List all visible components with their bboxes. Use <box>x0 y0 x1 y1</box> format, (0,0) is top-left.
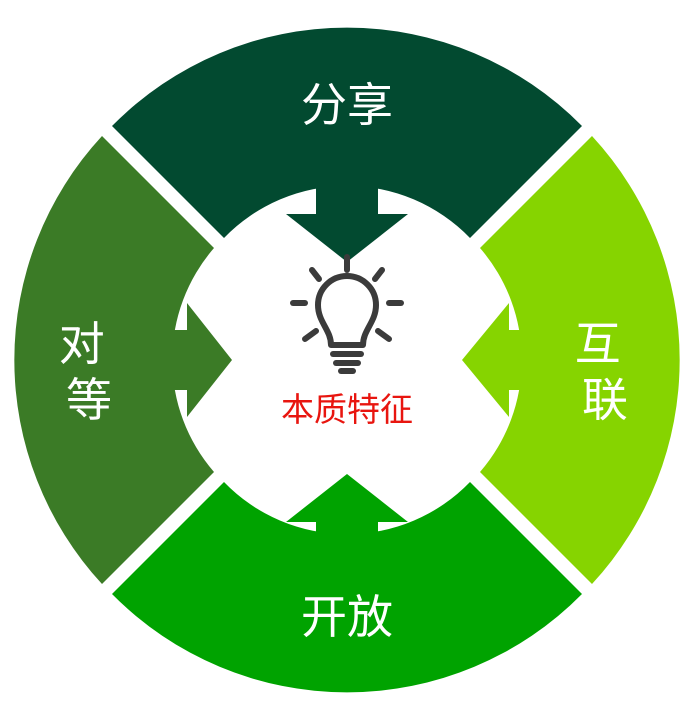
segment-label-interconnect-2: 联 <box>582 373 628 427</box>
arrow-bottom-up <box>286 474 408 555</box>
segment-right-interconnect <box>480 136 680 584</box>
segment-left-peer <box>14 136 215 584</box>
segment-label-interconnect-1: 互 <box>575 317 621 371</box>
segment-label-peer-2: 等 <box>66 373 112 427</box>
arrow-left-right <box>160 303 232 417</box>
segment-label-peer-1: 对 <box>59 317 105 371</box>
segment-bottom-open <box>112 482 582 693</box>
segment-label-open: 开放 <box>301 590 393 644</box>
segment-label-peer: 对 等 <box>59 317 120 427</box>
arrow-top-down <box>286 183 408 262</box>
center-label: 本质特征 <box>281 390 413 429</box>
lightbulb-icon <box>290 254 404 374</box>
segment-label-interconnect: 互 联 <box>575 317 636 427</box>
segment-label-share: 分享 <box>301 78 393 132</box>
arrow-right-left <box>462 303 536 417</box>
segment-top-share <box>112 27 582 238</box>
